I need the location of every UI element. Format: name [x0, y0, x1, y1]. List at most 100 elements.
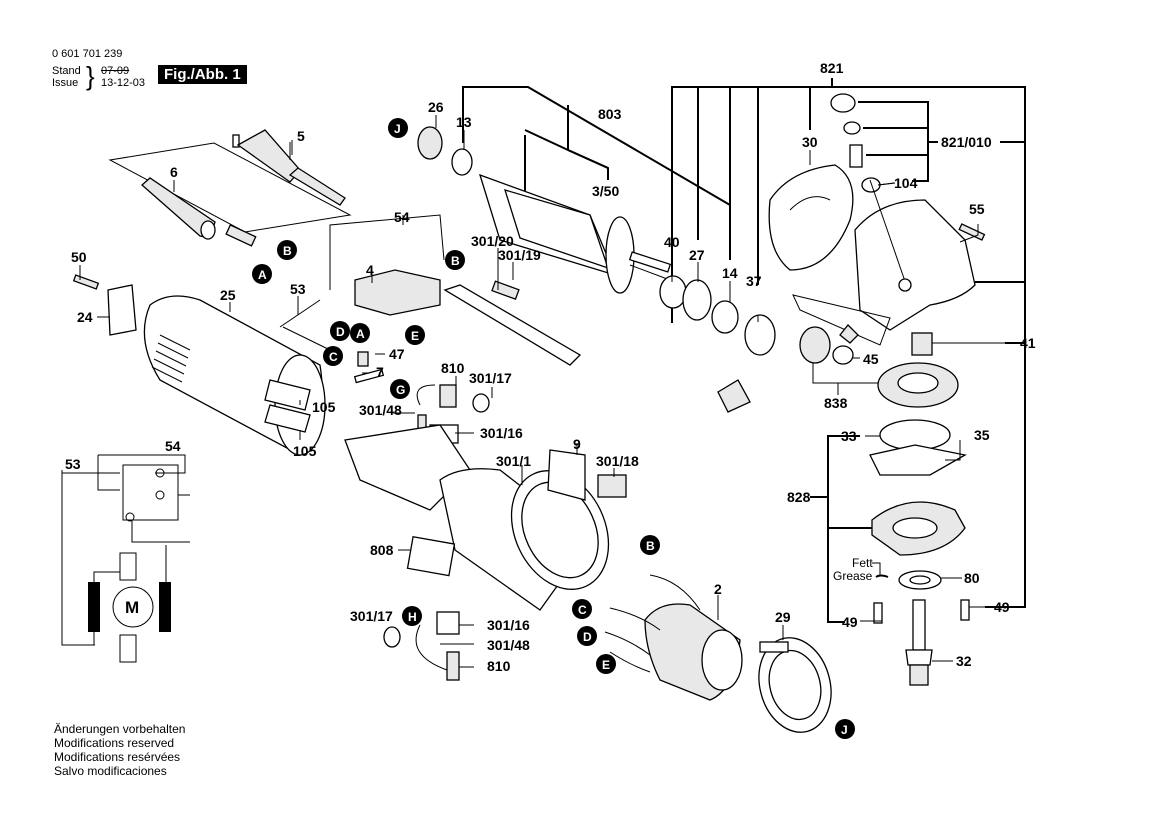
label-808: 808	[370, 542, 394, 558]
label-6: 6	[170, 164, 178, 180]
label-9: 9	[573, 436, 581, 452]
label-803: 803	[598, 106, 622, 122]
label-49-right: 49	[994, 599, 1010, 615]
power-cord-part-5	[108, 129, 352, 233]
callout-D-field: D	[577, 626, 597, 646]
label-50: 50	[71, 249, 87, 265]
label-32: 32	[956, 653, 972, 669]
callout-B-switch: B	[445, 250, 465, 270]
cord-sleeve-part-6	[141, 177, 257, 247]
svg-text:D: D	[583, 630, 592, 644]
label-301-18: 301/18	[596, 453, 639, 469]
label-35: 35	[974, 427, 990, 443]
label-40: 40	[664, 234, 680, 250]
svg-text:D: D	[336, 325, 345, 339]
figure-tag: Fig./Abb. 1	[158, 65, 247, 84]
part-labels: 821 803 821/010 104 26 13 3/50 40 27 14 …	[65, 60, 1036, 674]
label-45: 45	[863, 351, 879, 367]
gear-parts	[792, 294, 959, 408]
motor-housing-part-25	[143, 295, 326, 456]
label-104: 104	[894, 175, 918, 191]
plate-part-24	[72, 274, 137, 336]
svg-text:B: B	[451, 254, 460, 268]
callout-D-switch: D	[330, 321, 350, 341]
label-30: 30	[802, 134, 818, 150]
svg-text:E: E	[411, 329, 419, 343]
label-821-010: 821/010	[941, 134, 992, 150]
callout-B-cord: B	[277, 240, 297, 260]
note-line: Salvo modificaciones	[54, 764, 167, 778]
label-14: 14	[722, 265, 738, 281]
label-838: 838	[824, 395, 848, 411]
svg-text:C: C	[578, 603, 587, 617]
label-37: 37	[746, 273, 762, 289]
svg-text:G: G	[396, 383, 405, 397]
label-301-16-lower: 301/16	[487, 617, 530, 633]
svg-text:B: B	[646, 539, 655, 553]
label-25: 25	[220, 287, 236, 303]
label-54: 54	[394, 209, 410, 225]
switch-parts	[279, 214, 582, 384]
callout-B-field: B	[640, 535, 660, 555]
grease-label: Grease	[833, 569, 873, 583]
label-301-1: 301/1	[496, 453, 531, 469]
wiring-schematic	[61, 454, 190, 663]
label-810-lower: 810	[487, 658, 511, 674]
svg-text:E: E	[602, 658, 610, 672]
svg-text:A: A	[258, 268, 267, 282]
label-47: 47	[389, 346, 405, 362]
label-53: 53	[290, 281, 306, 297]
bracket-838	[812, 360, 890, 395]
callout-A-switch: A	[350, 323, 370, 343]
label-4: 4	[366, 262, 374, 278]
label-26: 26	[428, 99, 444, 115]
armature-part-3-50	[417, 126, 672, 294]
field-coil-part-2	[604, 574, 743, 701]
end-cap-part-29	[758, 637, 832, 733]
callout-E-switch: E	[405, 325, 425, 345]
label-828: 828	[787, 489, 811, 505]
callout-J-top: J	[388, 118, 408, 138]
label-80: 80	[964, 570, 980, 586]
label-2: 2	[714, 581, 722, 597]
svg-text:J: J	[394, 122, 401, 136]
schematic-label-54: 54	[165, 438, 181, 454]
svg-text:A: A	[356, 327, 365, 341]
label-7: 7	[376, 364, 384, 380]
label-301-19: 301/19	[498, 247, 541, 263]
bracket-821	[671, 78, 1026, 608]
label-810-upper: 810	[441, 360, 465, 376]
bracket-821-010	[858, 101, 938, 182]
flange-parts	[869, 419, 970, 686]
svg-text:B: B	[283, 244, 292, 258]
label-49-left: 49	[842, 614, 858, 630]
label-41: 41	[1020, 335, 1036, 351]
callout-C-switch: C	[323, 346, 343, 366]
label-27: 27	[689, 247, 705, 263]
label-33: 33	[841, 428, 857, 444]
label-301-48-lower: 301/48	[487, 637, 530, 653]
label-sheets	[406, 449, 627, 577]
document-number: 0 601 701 239	[52, 48, 123, 60]
stand-label: Stand	[52, 65, 81, 77]
callout-E-field: E	[596, 654, 616, 674]
guard-part-30	[768, 164, 854, 271]
label-301-20: 301/20	[471, 233, 514, 249]
label-105-lower: 105	[293, 443, 317, 459]
svg-text:J: J	[841, 723, 848, 737]
label-55: 55	[969, 201, 985, 217]
motor-symbol: M	[125, 598, 139, 617]
issue-label: Issue	[52, 77, 79, 89]
fett-label: Fett	[852, 556, 873, 570]
label-821: 821	[820, 60, 844, 76]
svg-text:H: H	[408, 610, 417, 624]
label-3-50: 3/50	[592, 183, 619, 199]
field-housing-part-301-1	[344, 424, 610, 611]
callout-A-cord: A	[252, 264, 272, 284]
label-29: 29	[775, 609, 791, 625]
leader-lines	[79, 115, 1005, 668]
note-line: Modifications resérvées	[54, 750, 181, 764]
modification-notes: Änderungen vorbehalten Modifications res…	[54, 722, 185, 778]
bearing-ring-parts	[659, 275, 776, 413]
note-line: Modifications reserved	[54, 736, 175, 750]
